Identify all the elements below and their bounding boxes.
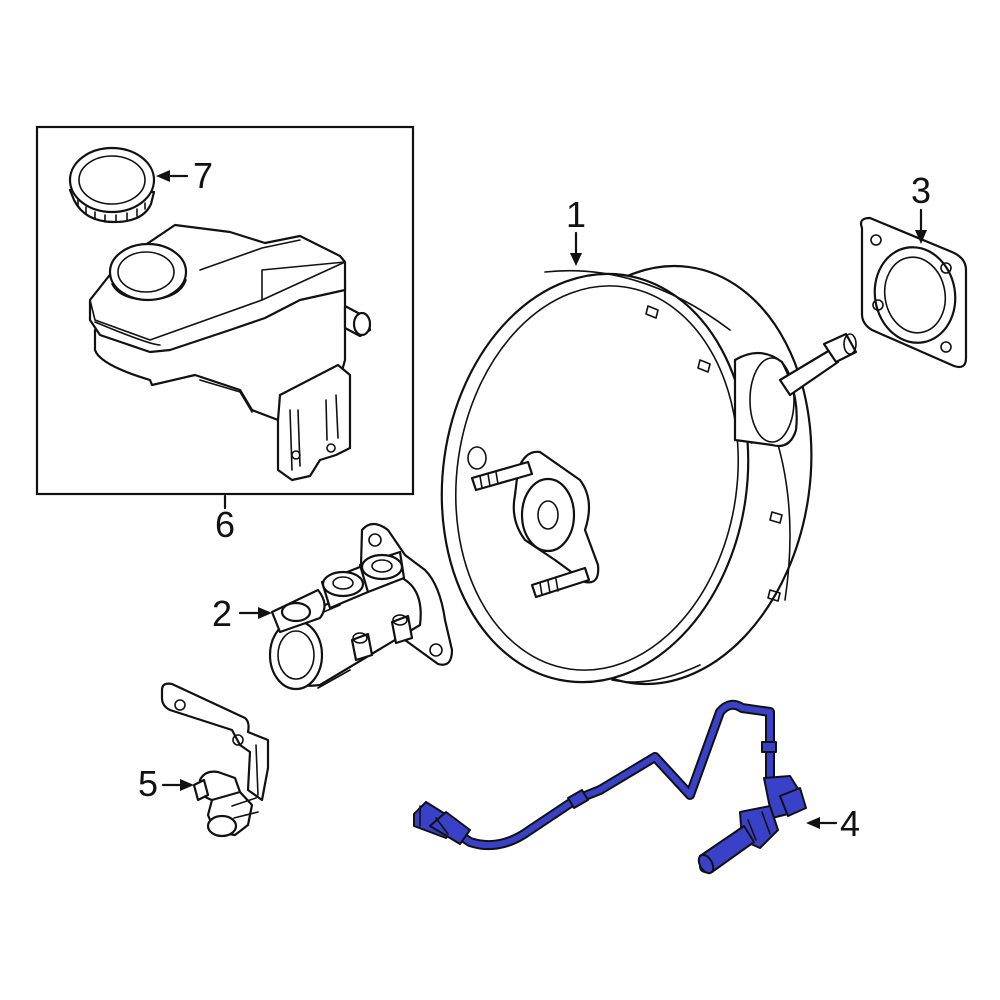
arrowhead bbox=[570, 253, 582, 266]
callout-2: 2 bbox=[212, 593, 272, 634]
reservoir-assembly-box bbox=[35, 125, 415, 496]
callout-7: 7 bbox=[156, 155, 213, 196]
callout-label-2: 2 bbox=[212, 593, 232, 634]
reservoir-cap-icon bbox=[68, 146, 156, 224]
callout-4: 4 bbox=[806, 803, 860, 844]
reservoir-icon bbox=[88, 223, 372, 482]
callout-label-4: 4 bbox=[840, 803, 860, 844]
sensor-bracket-icon bbox=[160, 682, 270, 838]
callout-label-3: 3 bbox=[911, 170, 931, 211]
arrowhead bbox=[915, 230, 927, 244]
reservoir-assembly-group bbox=[35, 125, 415, 496]
callout-5: 5 bbox=[138, 763, 194, 804]
callout-label-6: 6 bbox=[215, 504, 235, 545]
callout-6: 6 bbox=[215, 494, 235, 545]
arrowhead bbox=[180, 779, 194, 791]
callout-label-7: 7 bbox=[193, 155, 213, 196]
arrowhead bbox=[806, 817, 820, 829]
master-cylinder-icon bbox=[268, 522, 454, 691]
gasket-icon bbox=[859, 216, 968, 369]
callout-label-5: 5 bbox=[138, 763, 158, 804]
arrowhead bbox=[258, 607, 272, 619]
vacuum-hose-sensor-icon bbox=[413, 699, 807, 875]
callout-3: 3 bbox=[911, 170, 931, 244]
callout-1: 1 bbox=[566, 194, 586, 266]
callout-label-1: 1 bbox=[566, 194, 586, 235]
brake-booster-icon bbox=[440, 264, 858, 686]
arrowhead bbox=[156, 170, 170, 182]
